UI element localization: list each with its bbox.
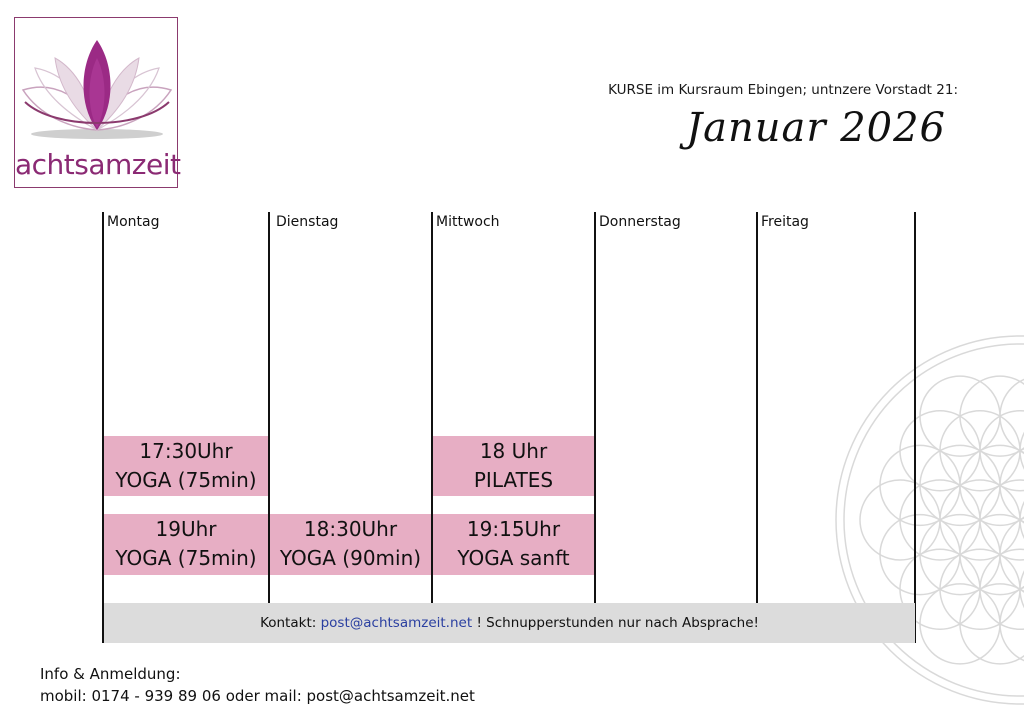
logo: achtsamzeit (14, 17, 181, 188)
course-name: PILATES (473, 468, 554, 492)
course-name: YOGA sanft (457, 546, 570, 570)
course-time: 19Uhr (155, 517, 217, 541)
grid-line (268, 212, 270, 643)
course-block: 19:15Uhr YOGA sanft (433, 514, 594, 575)
contact-note: ! Schnupperstunden nur nach Absprache! (476, 615, 759, 631)
course-name: YOGA (90min) (279, 546, 422, 570)
course-time: 19:15Uhr (466, 517, 561, 541)
grid-line (594, 212, 596, 643)
footer-line-2: mobil: 0174 - 939 89 06 oder mail: post@… (40, 687, 475, 705)
course-block: 19Uhr YOGA (75min) (104, 514, 268, 575)
grid-line (431, 212, 433, 643)
course-block: 18 Uhr PILATES (433, 436, 594, 496)
grid-line (756, 212, 758, 643)
course-block: 18:30Uhr YOGA (90min) (270, 514, 431, 575)
contact-email-link[interactable]: post@achtsamzeit.net (320, 615, 473, 631)
month-title: Januar 2026 (686, 105, 946, 151)
header-subtitle: KURSE im Kursraum Ebingen; untnzere Vors… (608, 82, 958, 98)
course-time: 18 Uhr (479, 439, 548, 463)
day-header-thursday: Donnerstag (599, 214, 681, 230)
grid-line (102, 212, 104, 643)
course-time: 17:30Uhr (139, 439, 233, 463)
course-time: 18:30Uhr (303, 517, 398, 541)
course-block: 17:30Uhr YOGA (75min) (104, 436, 268, 496)
course-name: YOGA (75min) (115, 468, 257, 492)
day-header-monday: Montag (107, 214, 160, 230)
day-header-tuesday: Dienstag (276, 214, 339, 230)
lotus-icon (21, 40, 173, 139)
contact-label: Kontakt: (260, 615, 317, 631)
logo-text: achtsamzeit (15, 148, 181, 181)
contact-bar: Kontakt: post@achtsamzeit.net ! Schnuppe… (104, 603, 915, 643)
footer-info: Info & Anmeldung: mobil: 0174 - 939 89 0… (40, 663, 475, 707)
flower-of-life-decoration (835, 335, 1024, 705)
grid-line (914, 212, 916, 643)
day-header-friday: Freitag (761, 214, 809, 230)
day-header-wednesday: Mittwoch (436, 214, 500, 230)
course-name: YOGA (75min) (115, 546, 257, 570)
footer-line-1: Info & Anmeldung: (40, 665, 181, 683)
